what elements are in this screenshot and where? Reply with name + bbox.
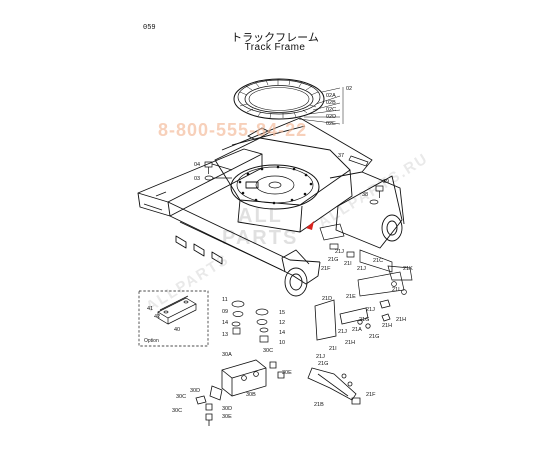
- bolt-03: [204, 175, 232, 181]
- label-21h-b: 21H: [382, 323, 392, 329]
- label-21c: 21C: [373, 258, 383, 264]
- label-21g-d: 21G: [318, 361, 328, 367]
- label-02e: 02E: [326, 121, 336, 127]
- label-14a: 14: [222, 320, 228, 326]
- red-marker: [306, 221, 314, 230]
- label-21e: 21E: [346, 294, 356, 300]
- label-11: 11: [222, 297, 228, 303]
- label-21g-a: 21G: [328, 257, 338, 263]
- label-21f-a: 21F: [321, 266, 331, 272]
- label-09: 09: [222, 309, 228, 315]
- page-number: 059: [143, 24, 156, 32]
- label-21d: 21D: [322, 296, 332, 302]
- label-21i-c: 21I: [329, 346, 337, 352]
- label-02b: 02B: [326, 100, 336, 106]
- label-30e-a: 30E: [282, 370, 292, 376]
- label-30c-b: 30C: [176, 394, 186, 400]
- bolt-04: [204, 161, 233, 174]
- washer-38: [369, 199, 379, 205]
- label-30c-c: 30C: [172, 408, 182, 414]
- guard-plate: [314, 299, 391, 341]
- rollers-group: [231, 300, 269, 343]
- label-02: 02: [346, 86, 352, 92]
- label-15: 15: [279, 310, 285, 316]
- guard-upper-bracket: [319, 223, 413, 297]
- label-21h-a: 21H: [396, 317, 406, 323]
- label-40: 40: [174, 327, 180, 333]
- label-21j-b: 21J: [357, 266, 366, 272]
- watermark-phone: 8-800-555-84-22: [158, 120, 307, 140]
- swing-circle: [230, 164, 320, 210]
- label-30d-a: 30D: [190, 388, 200, 394]
- watermark-diagonal-left: ALLPARTS: [143, 251, 232, 316]
- label-12: 12: [279, 320, 285, 326]
- label-21j-d: 21J: [338, 329, 347, 335]
- label-13: 13: [222, 332, 228, 338]
- label-30e-b: 30E: [222, 414, 232, 420]
- label-39: 39: [383, 179, 389, 185]
- label-21j-c: 21J: [366, 307, 375, 313]
- swing-bearing-ring: [233, 78, 325, 120]
- label-42: 42: [154, 314, 160, 320]
- label-30b: 30B: [246, 392, 256, 398]
- label-21i-a: 21I: [344, 261, 352, 267]
- label-02c: 02C: [326, 107, 336, 113]
- ring-leader-lines: [298, 87, 344, 125]
- label-10: 10: [279, 340, 285, 346]
- label-21k: 21K: [403, 266, 413, 272]
- label-37: 37: [338, 153, 344, 159]
- title-japanese: トラックフレーム: [231, 32, 319, 44]
- label-04: 04: [194, 162, 200, 168]
- label-21a: 21A: [352, 327, 362, 333]
- label-21i-b: 21I: [392, 287, 400, 293]
- label-30c-a: 30C: [263, 348, 273, 354]
- lower-guard: [307, 367, 361, 405]
- label-21g-b: 21G: [359, 317, 369, 323]
- watermark-logo-top: ALL: [238, 205, 283, 227]
- label-21f-b: 21F: [366, 392, 376, 398]
- label-03: 03: [194, 176, 200, 182]
- title-english: Track Frame: [244, 42, 306, 53]
- label-21g-c: 21G: [369, 334, 379, 340]
- option-label: Option: [144, 338, 159, 344]
- label-21i-d: 21J: [316, 354, 325, 360]
- label-21j-a: 21J: [335, 249, 344, 255]
- pin-37: [348, 155, 369, 167]
- label-21b: 21B: [314, 402, 324, 408]
- label-21h-c: 21H: [345, 340, 355, 346]
- label-38: 38: [362, 192, 368, 198]
- label-41: 41: [147, 306, 153, 312]
- label-30a: 30A: [222, 352, 232, 358]
- label-14b: 14: [279, 330, 285, 336]
- watermark-diagonal-right: ALLPARTS.RU: [315, 150, 431, 232]
- bottom-bracket: [195, 359, 285, 426]
- label-02a: 02A: [326, 93, 336, 99]
- label-30d-b: 30D: [222, 406, 232, 412]
- option-box: Option: [138, 290, 209, 347]
- label-02d: 02D: [326, 114, 336, 120]
- watermark-logo-bottom: PARTS: [222, 227, 298, 249]
- bolt-39: [375, 185, 384, 198]
